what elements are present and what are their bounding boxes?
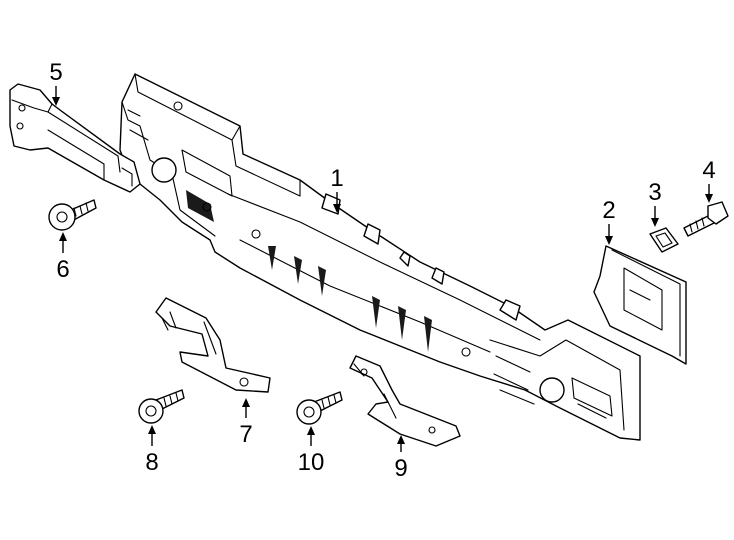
- callout-2: 2: [602, 197, 615, 224]
- arrowhead-1: [333, 204, 341, 213]
- arrowhead-4: [705, 194, 713, 203]
- callout-labels: 1 2 3 4 5 6 7 8 9 10: [49, 59, 715, 482]
- callout-4: 4: [702, 157, 715, 184]
- arrowhead-5: [52, 97, 60, 106]
- part-7-lower-bracket: [155, 297, 271, 393]
- part-5-side-bracket: [9, 83, 141, 193]
- arrowhead-3: [651, 218, 659, 227]
- arrowhead-10: [307, 426, 315, 435]
- part-6-clip: [48, 199, 97, 231]
- part-10-screw: [296, 391, 343, 425]
- callout-7: 7: [239, 421, 252, 448]
- part-3-square-gasket: [649, 227, 679, 253]
- leader-lines: [52, 86, 713, 452]
- part-9-lower-bracket: [349, 355, 461, 447]
- callout-3: 3: [648, 179, 661, 206]
- arrowhead-6: [59, 232, 67, 241]
- part-8-screw: [138, 389, 185, 424]
- arrowhead-8: [148, 425, 156, 434]
- callout-10: 10: [298, 449, 325, 476]
- part-4-bolt: [683, 201, 729, 237]
- callout-9: 9: [394, 455, 407, 482]
- callout-1: 1: [330, 165, 343, 192]
- callout-6: 6: [56, 256, 69, 283]
- arrowhead-2: [605, 236, 613, 245]
- arrowhead-7: [242, 398, 250, 407]
- arrowhead-9: [397, 435, 405, 444]
- part-2-bracket-plate: [593, 245, 687, 365]
- callout-8: 8: [145, 449, 158, 476]
- part-1-bumper-absorber: [119, 73, 641, 441]
- callout-5: 5: [49, 59, 62, 86]
